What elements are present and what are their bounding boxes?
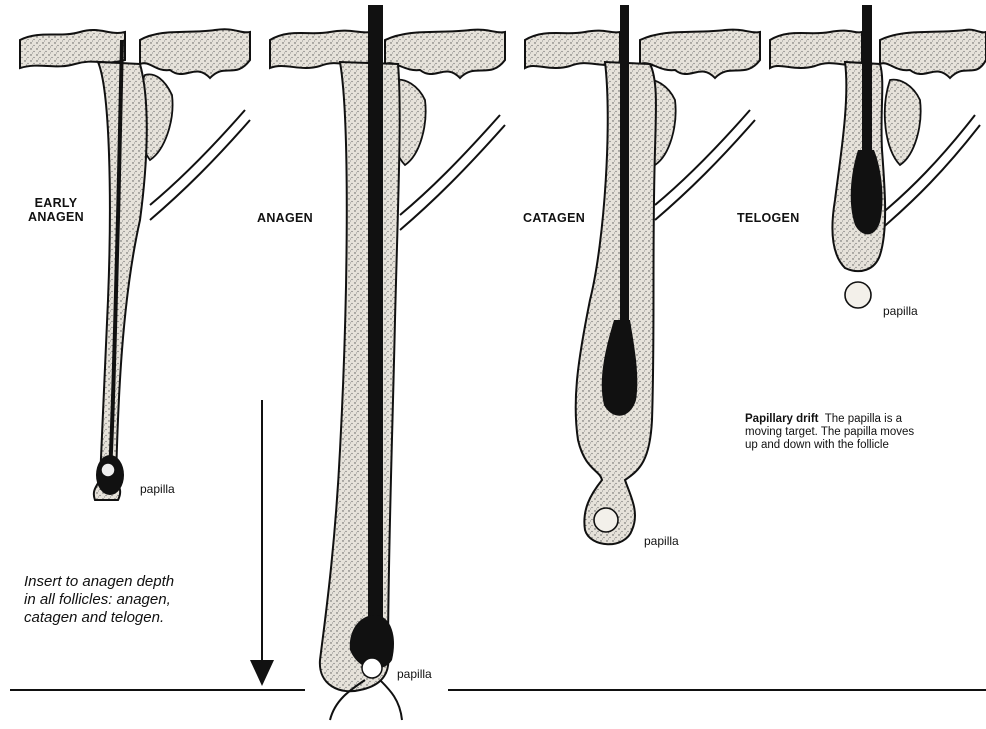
early-anagen-follicle (20, 29, 250, 500)
hair-shaft (620, 5, 629, 325)
caption-line-1: The papilla is a (825, 413, 902, 425)
stage-label-anagen: ANAGEN (257, 211, 313, 225)
insertion-note: Insert to anagen depth in all follicles:… (24, 573, 254, 627)
stage-label-telogen: TELOGEN (737, 211, 800, 225)
stage-label-early-line: EARLY (28, 196, 84, 210)
insertion-note-line-2: in all follicles: anagen, (24, 591, 254, 609)
insertion-arrow-head (250, 660, 274, 686)
follicle-outer (576, 62, 656, 544)
catagen-follicle (525, 5, 760, 544)
insertion-note-line-1: Insert to anagen depth (24, 573, 254, 591)
papilla-label-telogen: papilla (883, 304, 918, 318)
papillary-drift-caption: Papillary drift The papilla is a moving … (745, 413, 985, 452)
club-hair (851, 150, 883, 234)
papilla-dot (362, 658, 382, 678)
stage-label-early-anagen: EARLY ANAGEN (28, 196, 84, 224)
papilla-dot (845, 282, 871, 308)
anagen-follicle (270, 5, 505, 720)
epidermis-surface-right (140, 29, 250, 78)
papilla-label-anagen: papilla (397, 667, 432, 681)
hair-shaft (862, 5, 872, 155)
follicle-outer (320, 62, 400, 691)
insertion-note-line-3: catagen and telogen. (24, 609, 254, 627)
hair-shaft (368, 5, 383, 645)
stage-label-catagen: CATAGEN (523, 211, 585, 225)
caption-line-2: moving target. The papilla moves (745, 426, 985, 439)
stage-label-anagen-line: ANAGEN (28, 210, 84, 224)
telogen-follicle (770, 5, 986, 308)
papilla-dot (101, 463, 115, 477)
caption-title: Papillary drift (745, 413, 819, 425)
papilla-dot (594, 508, 618, 532)
papilla-label-early-anagen: papilla (140, 482, 175, 496)
papilla-label-catagen: papilla (644, 534, 679, 548)
caption-line-3: up and down with the follicle (745, 439, 985, 452)
